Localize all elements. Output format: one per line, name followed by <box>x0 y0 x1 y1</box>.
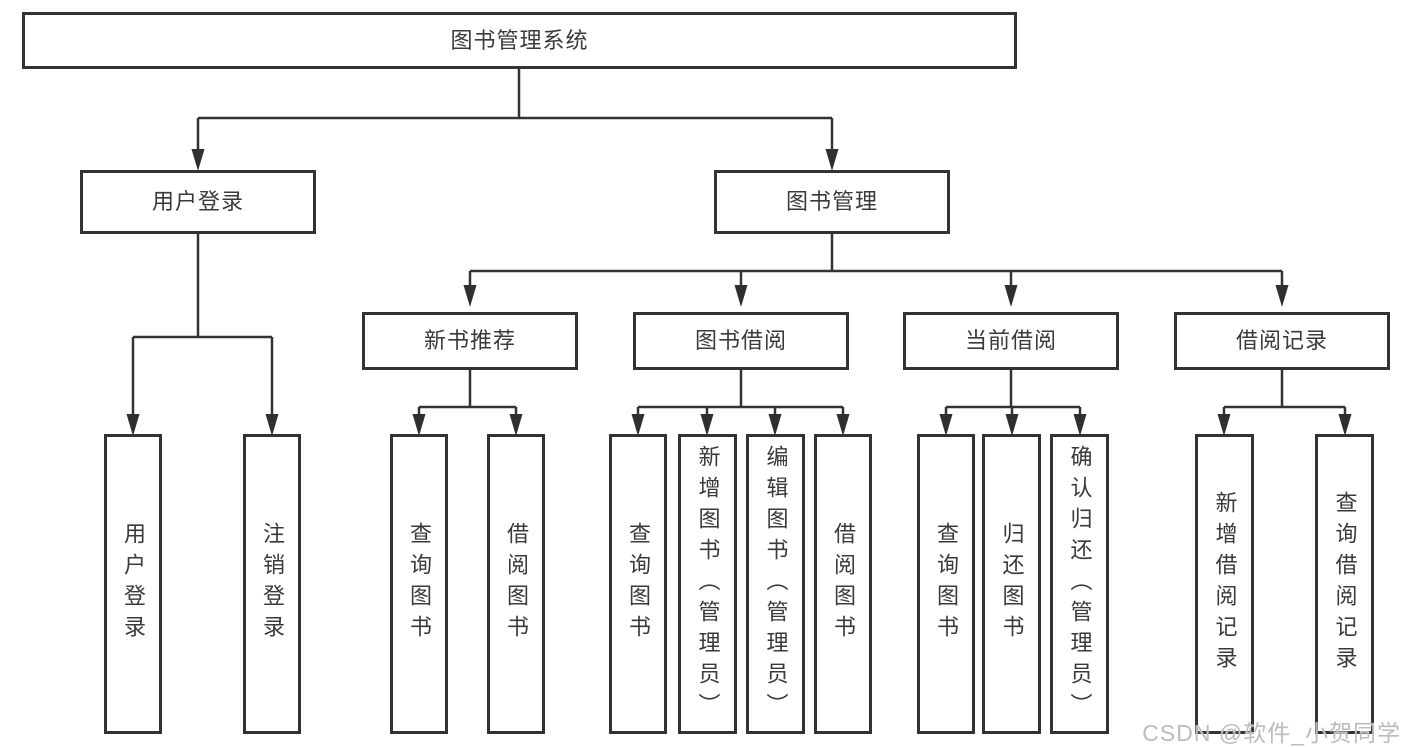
leaf-query-borrow-record-label: 查询借阅记录 <box>1332 491 1358 677</box>
node-book-borrowing: 图书借阅 <box>633 312 849 370</box>
leaf-edit-book-admin: 编辑图书（管理员） <box>746 434 805 734</box>
csdn-watermark: CSDN @软件_小贺同学 <box>1142 720 1401 746</box>
node-book-management-label: 图书管理 <box>785 189 878 214</box>
leaf-return-books-label: 归还图书 <box>999 522 1025 646</box>
leaf-user-login: 用户登录 <box>104 434 162 734</box>
node-user-login: 用户登录 <box>80 170 316 234</box>
leaf-logout: 注销登录 <box>243 434 301 734</box>
leaf-query-books-borrowing: 查询图书 <box>609 434 667 734</box>
leaf-borrow-books-recommend-label: 借阅图书 <box>504 522 529 646</box>
node-new-book-recommendation: 新书推荐 <box>362 312 578 370</box>
leaf-query-books-current: 查询图书 <box>917 434 975 734</box>
node-current-borrowing-label: 当前借阅 <box>964 328 1057 353</box>
leaf-query-books-recommend: 查询图书 <box>390 434 448 734</box>
leaf-logout-label: 注销登录 <box>260 522 285 646</box>
leaf-add-book-admin: 新增图书（管理员） <box>678 434 737 734</box>
leaf-query-books-current-label: 查询图书 <box>934 522 959 646</box>
leaf-borrow-books: 借阅图书 <box>814 434 872 734</box>
leaf-query-books-borrowing-label: 查询图书 <box>626 522 651 646</box>
leaf-borrow-books-recommend: 借阅图书 <box>487 434 545 734</box>
leaf-confirm-return-admin: 确认归还（管理员） <box>1050 434 1109 734</box>
leaf-borrow-books-label: 借阅图书 <box>831 522 856 646</box>
node-book-borrowing-label: 图书借阅 <box>694 328 787 353</box>
node-library-system: 图书管理系统 <box>22 12 1017 69</box>
node-book-management: 图书管理 <box>714 170 950 234</box>
node-borrowing-records-label: 借阅记录 <box>1235 328 1328 353</box>
node-new-book-recommendation-label: 新书推荐 <box>423 328 516 353</box>
leaf-user-login-label: 用户登录 <box>121 522 146 646</box>
leaf-add-borrow-record-label: 新增借阅记录 <box>1212 491 1238 677</box>
node-current-borrowing: 当前借阅 <box>903 312 1119 370</box>
leaf-query-borrow-record: 查询借阅记录 <box>1315 434 1374 734</box>
leaf-add-borrow-record: 新增借阅记录 <box>1195 434 1254 734</box>
leaf-confirm-return-admin-label: 确认归还（管理员） <box>1067 444 1093 724</box>
node-library-system-label: 图书管理系统 <box>450 27 589 53</box>
leaf-return-books: 归还图书 <box>982 434 1041 734</box>
node-user-login-label: 用户登录 <box>151 189 244 214</box>
leaf-edit-book-admin-label: 编辑图书（管理员） <box>763 444 789 724</box>
leaf-query-books-recommend-label: 查询图书 <box>407 522 432 646</box>
node-borrowing-records: 借阅记录 <box>1174 312 1390 370</box>
leaf-add-book-admin-label: 新增图书（管理员） <box>695 444 721 724</box>
